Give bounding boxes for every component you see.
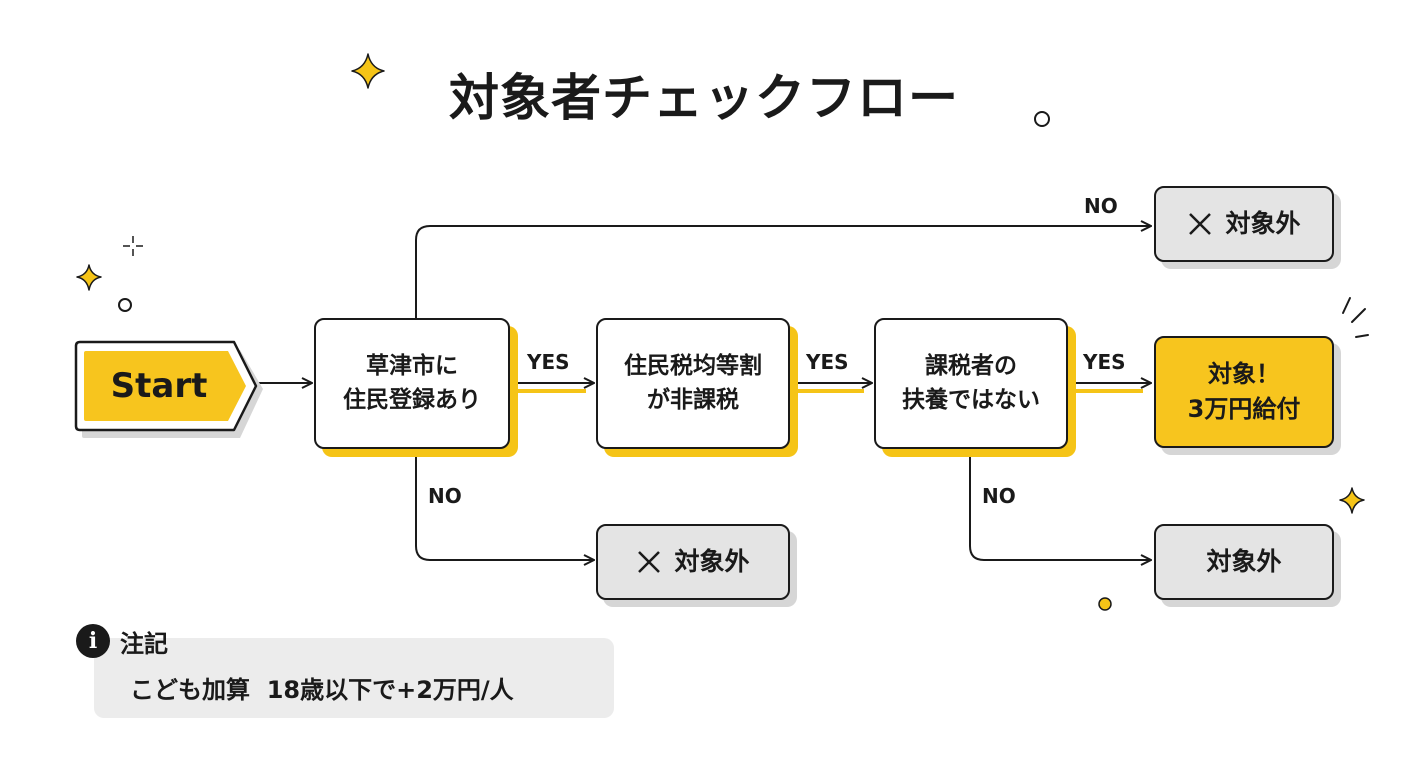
arrow-q1-excluded-top: [415, 226, 1151, 318]
sparkle-icon: [76, 53, 1365, 514]
result-excluded-bottom: 対象外: [1154, 524, 1334, 600]
info-icon: i: [76, 624, 110, 658]
dot-icon: [118, 111, 1112, 611]
page-title: 対象者チェックフロー: [449, 69, 959, 127]
note-box: こども加算 18歳以下で+2万円/人: [94, 638, 614, 718]
start-shape: [74, 340, 263, 438]
result-eligible: 対象！ 3万円給付: [1154, 336, 1334, 448]
result-excluded-top: 対象外: [1154, 186, 1334, 262]
burst-icon: [1342, 297, 1369, 338]
edge-label-yes-2: YES: [806, 350, 849, 374]
edge-label-yes-3: YES: [1083, 350, 1126, 374]
result-excluded-mid: 対象外: [596, 524, 790, 600]
edge-label-no-top: NO: [1084, 194, 1118, 218]
note-text: こども加算 18歳以下で+2万円/人: [130, 675, 514, 704]
edge-label-yes-1: YES: [527, 350, 570, 374]
decision-tax-exempt: 住民税均等割 が非課税: [596, 318, 790, 449]
decision-resident-registration: 草津市に 住民登録あり: [314, 318, 510, 449]
decision-not-dependent: 課税者の 扶養ではない: [874, 318, 1068, 449]
sparkle-icon: [123, 236, 143, 256]
note-header: i 注記: [76, 624, 168, 658]
arrow-q1-excluded-mid: [415, 450, 594, 560]
cross-icon: [638, 551, 661, 573]
cross-icon: [1189, 213, 1212, 235]
note-heading: 注記: [120, 629, 168, 658]
edge-label-no-q1: NO: [428, 484, 462, 508]
arrow-q3-excluded-bottom: [969, 450, 1151, 560]
start-label: Start: [110, 366, 208, 406]
edge-label-no-q3: NO: [982, 484, 1016, 508]
